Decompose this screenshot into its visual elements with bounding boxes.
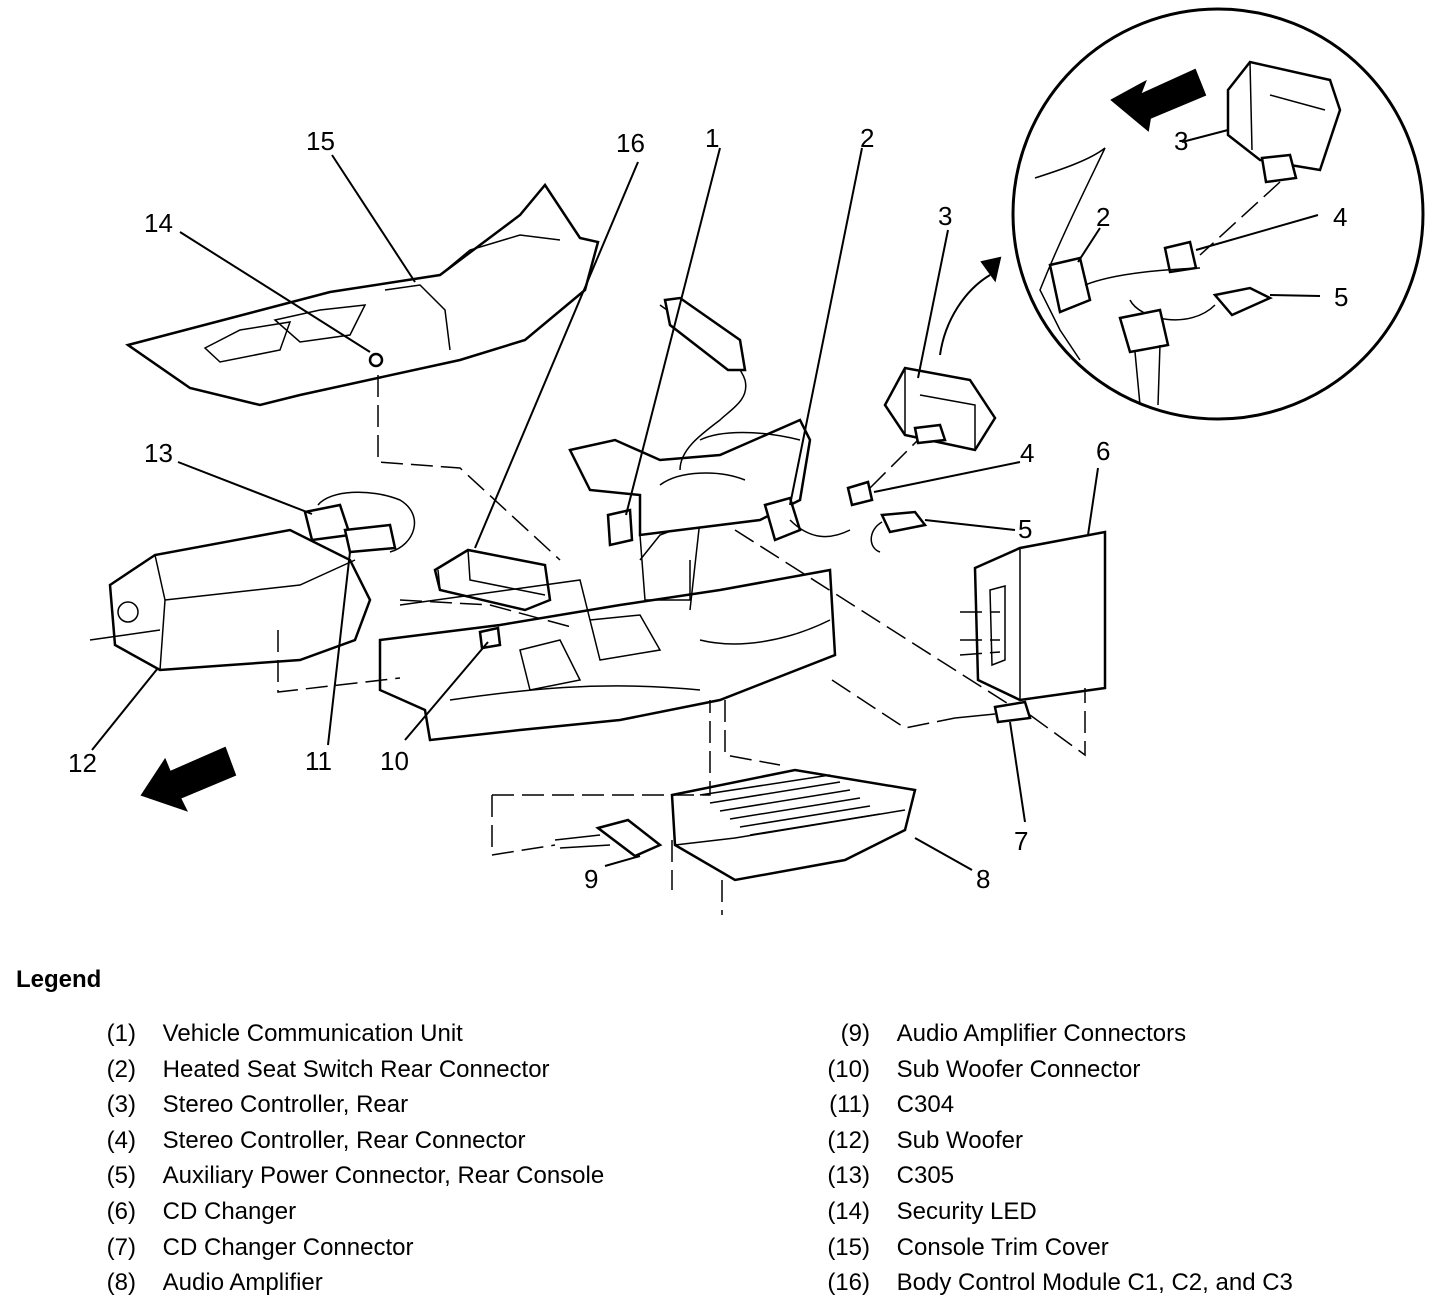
legend-item-name: Sub Woofer Connector <box>896 1055 1141 1083</box>
legend-item: (12) Sub Woofer <box>814 1123 1293 1159</box>
callout-14: 14 <box>144 208 173 238</box>
inset-callout-2: 2 <box>1096 202 1110 232</box>
body-control-module <box>433 548 552 612</box>
callout-6: 6 <box>1096 436 1110 466</box>
legend-item-name: Body Control Module C1, C2, and C3 <box>896 1269 1293 1297</box>
legend-item-number: (1) <box>106 1020 136 1047</box>
legend-item-number: (9) <box>840 1020 870 1047</box>
legend-item-number: (5) <box>106 1162 136 1190</box>
vcu-antenna-housing <box>663 296 747 372</box>
removal-arrow <box>939 256 1002 356</box>
legend-item: (13) C305 <box>814 1158 1293 1194</box>
audio-amplifier <box>670 768 917 882</box>
legend-item: (16) Body Control Module C1, C2, and C3 <box>814 1265 1293 1301</box>
legend-item-name: C305 <box>896 1162 955 1190</box>
legend-item: (14) Security LED <box>814 1194 1293 1230</box>
legend-item-number: (11) <box>829 1091 870 1119</box>
legend-item-number: (6) <box>106 1197 136 1225</box>
c304-connector <box>343 523 397 554</box>
legend-item-number: (14) <box>827 1197 870 1225</box>
legend-item-name: Sub Woofer <box>896 1126 1023 1154</box>
legend-item-name: C304 <box>896 1091 955 1119</box>
callout-4: 4 <box>1020 438 1034 468</box>
legend-title: Legend <box>16 966 102 993</box>
legend-item-number: (4) <box>106 1126 136 1154</box>
stereo-controller-rear <box>883 366 997 452</box>
callout-16: 16 <box>616 128 645 158</box>
vehicle-communication-unit <box>606 508 634 547</box>
legend-item-number: (8) <box>106 1269 136 1297</box>
cd-changer-connector <box>954 700 1032 724</box>
legend-item: (1) Vehicle Communication Unit <box>80 1016 604 1052</box>
legend-list-right: (9) Audio Amplifier Connectors (10) Sub … <box>814 1016 1293 1301</box>
legend-item-number: (10) <box>827 1055 870 1083</box>
legend-item-number: (15) <box>827 1233 870 1261</box>
legend-item-name: Security LED <box>896 1197 1037 1225</box>
legend-item-name: Console Trim Cover <box>896 1233 1109 1261</box>
leader-lines <box>91 147 1099 871</box>
legend-item-number: (16) <box>827 1269 870 1297</box>
legend-item-name: Stereo Controller, Rear <box>162 1091 409 1119</box>
legend-item: (5) Auxiliary Power Connector, Rear Cons… <box>80 1158 605 1194</box>
legend-item-number: (13) <box>827 1162 870 1190</box>
legend-item-number: (12) <box>827 1126 870 1154</box>
legend-item-name: CD Changer <box>162 1197 297 1225</box>
console-upper-housing <box>568 418 812 601</box>
legend-item: (9) Audio Amplifier Connectors <box>814 1016 1293 1052</box>
inset-callout-4: 4 <box>1333 202 1347 232</box>
inset-direction-arrow <box>1110 68 1207 132</box>
callout-5: 5 <box>1018 514 1032 544</box>
legend-item-number: (7) <box>106 1233 136 1261</box>
auxiliary-power-connector <box>870 510 928 553</box>
sub-woofer-connector <box>478 626 502 650</box>
legend-item-name: Stereo Controller, Rear Connector <box>162 1126 526 1154</box>
legend-item: (11) C304 <box>814 1087 1293 1123</box>
sub-woofer <box>89 528 372 672</box>
stereo-controller-rear-connector <box>846 439 919 507</box>
callout-11: 11 <box>305 746 332 776</box>
assembly-lines <box>277 375 1086 915</box>
legend-item: (3) Stereo Controller, Rear <box>80 1087 604 1123</box>
legend-item-name: Audio Amplifier Connectors <box>896 1020 1187 1047</box>
callout-3: 3 <box>938 201 952 231</box>
legend-item: (4) Stereo Controller, Rear Connector <box>80 1123 604 1159</box>
front-direction-arrow <box>140 746 237 812</box>
legend-item-name: Vehicle Communication Unit <box>162 1020 463 1047</box>
legend-item: (6) CD Changer <box>80 1194 604 1230</box>
legend-item: (7) CD Changer Connector <box>80 1230 604 1266</box>
console-exploded-diagram: 1 2 3 4 5 6 7 8 9 10 11 12 13 14 15 16 3… <box>68 7 1425 915</box>
cd-changer <box>973 530 1107 702</box>
legend-item: (10) Sub Woofer Connector <box>814 1052 1293 1088</box>
callout-7: 7 <box>1014 826 1028 856</box>
legend-item-number: (2) <box>106 1055 136 1083</box>
legend-item-name: Heated Seat Switch Rear Connector <box>162 1055 550 1083</box>
callout-1: 1 <box>705 123 719 153</box>
console-base <box>378 518 837 742</box>
audio-amplifier-connectors <box>554 818 663 858</box>
legend-item-name: Audio Amplifier <box>162 1269 323 1297</box>
legend-item: (8) Audio Amplifier <box>80 1265 604 1301</box>
heated-seat-switch-rear-connector <box>763 496 851 542</box>
callout-2: 2 <box>860 123 874 153</box>
legend-item-name: CD Changer Connector <box>162 1233 414 1261</box>
callout-9: 9 <box>584 864 598 894</box>
console-trim-cover <box>125 182 600 407</box>
inset-callout-5: 5 <box>1334 282 1348 312</box>
c305-connector <box>303 491 416 553</box>
callout-13: 13 <box>144 438 173 468</box>
callout-10: 10 <box>380 746 409 776</box>
inset-detail <box>1011 7 1425 421</box>
callout-8: 8 <box>976 864 990 894</box>
legend-item: (15) Console Trim Cover <box>814 1230 1293 1266</box>
legend-item: (2) Heated Seat Switch Rear Connector <box>80 1052 604 1088</box>
legend-list-left: (1) Vehicle Communication Unit (2) Heate… <box>80 1016 605 1301</box>
legend-item-name: Auxiliary Power Connector, Rear Console <box>162 1162 605 1190</box>
inset-callout-3: 3 <box>1174 126 1188 156</box>
legend-item-number: (3) <box>106 1091 136 1119</box>
callout-labels: 1 2 3 4 5 6 7 8 9 10 11 12 13 14 15 16 3… <box>68 123 1348 894</box>
callout-15: 15 <box>306 126 335 156</box>
callout-12: 12 <box>68 748 97 778</box>
